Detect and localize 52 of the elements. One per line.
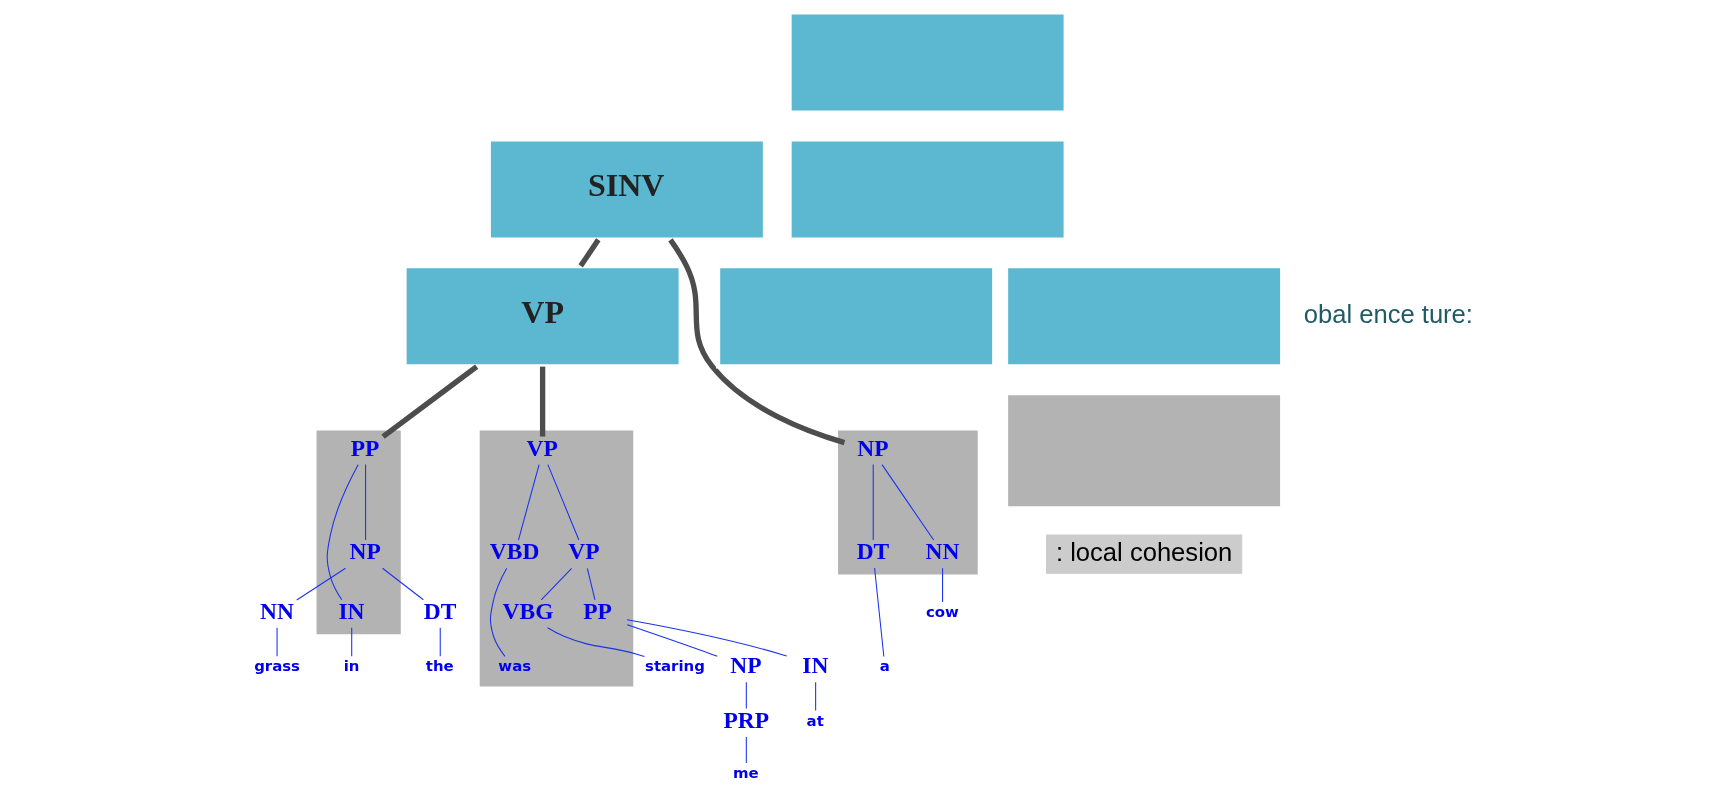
node-text: at <box>806 711 824 730</box>
connector <box>381 567 424 601</box>
connector <box>517 464 540 541</box>
connector <box>586 567 595 601</box>
connector <box>539 366 545 437</box>
connector <box>745 736 747 764</box>
connector <box>667 238 845 446</box>
label: : local cohesion <box>1055 537 1232 566</box>
node-text: NP <box>349 538 381 565</box>
connector <box>439 627 441 657</box>
node-text: NP <box>729 652 762 679</box>
connector <box>364 464 366 541</box>
connector <box>577 238 600 268</box>
node-text: PP <box>350 434 379 461</box>
node-text: the <box>425 657 454 676</box>
connector <box>380 364 478 439</box>
node-text: me <box>732 763 759 782</box>
node-text: in <box>343 657 359 676</box>
node-text: PP <box>582 597 612 624</box>
node-text: a <box>879 657 890 676</box>
node-text: VP <box>526 434 558 461</box>
node-text: was <box>497 657 531 676</box>
connector <box>625 619 787 657</box>
connector <box>540 567 572 601</box>
connector <box>489 567 507 657</box>
node-text: PRP <box>722 706 769 733</box>
connector <box>814 681 816 712</box>
connector <box>326 464 359 601</box>
node-text: NN <box>924 538 959 565</box>
node-text: staring <box>644 657 705 676</box>
connector <box>546 464 579 541</box>
connector <box>546 627 645 658</box>
connector <box>350 627 352 657</box>
node-text: VBG <box>502 597 553 624</box>
connector <box>626 624 718 657</box>
node-text: NP <box>856 434 888 461</box>
label: obal ence ture: <box>1303 299 1473 328</box>
node-text: VP <box>567 538 599 565</box>
node-text: cow <box>925 602 959 621</box>
node-text: NN <box>259 597 294 624</box>
connector <box>295 567 346 601</box>
connector <box>745 681 747 709</box>
node-text: IN <box>337 597 364 624</box>
node-text: DT <box>856 538 889 565</box>
node-text: IN <box>801 652 828 679</box>
node-text: grass <box>253 657 300 676</box>
connector <box>941 567 943 603</box>
connector <box>880 464 934 541</box>
connector <box>872 464 874 541</box>
node-text: VBD <box>489 538 539 565</box>
connector <box>873 567 884 657</box>
node-text: DT <box>423 597 456 624</box>
